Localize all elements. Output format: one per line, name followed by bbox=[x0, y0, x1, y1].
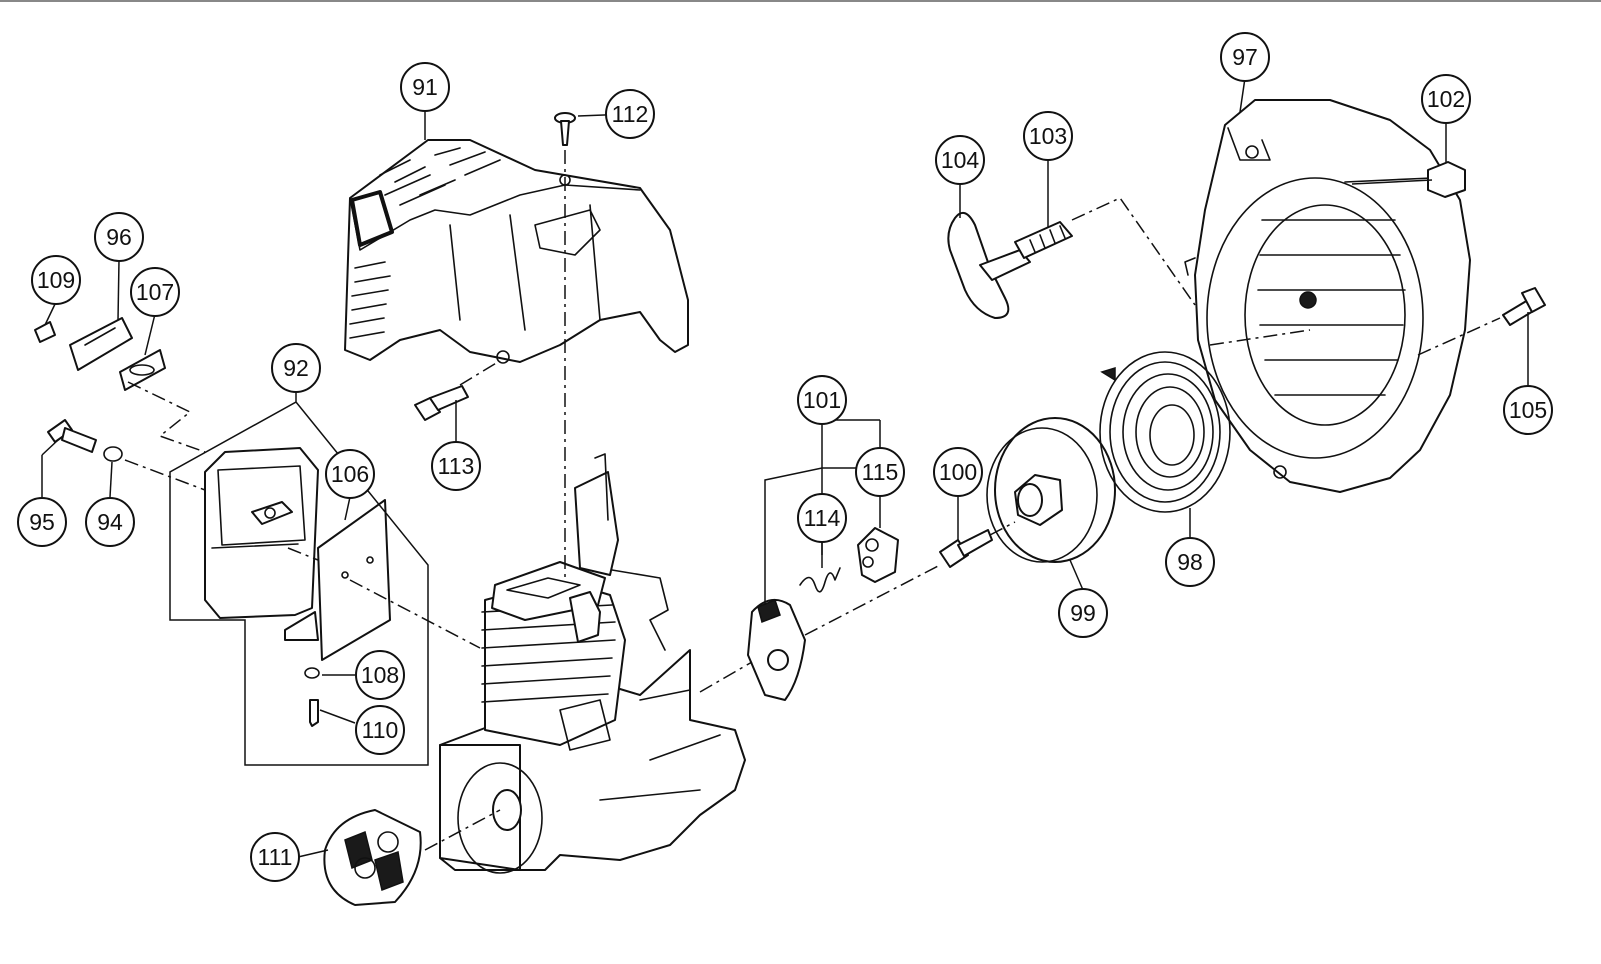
callout-110: 110 bbox=[355, 705, 405, 755]
callout-107: 107 bbox=[130, 267, 180, 317]
callout-102: 102 bbox=[1421, 74, 1471, 124]
callout-label: 96 bbox=[106, 224, 132, 250]
callout-circle bbox=[400, 62, 450, 112]
clutch-shoes bbox=[323, 809, 422, 906]
callout-label: 104 bbox=[941, 147, 980, 173]
callout-label: 114 bbox=[804, 505, 841, 531]
callout-circle bbox=[17, 497, 67, 547]
callout-label: 107 bbox=[136, 279, 174, 305]
callout-circle bbox=[355, 650, 405, 700]
callout-label: 115 bbox=[862, 459, 899, 485]
callout-109: 109 bbox=[31, 255, 81, 305]
callout-circle bbox=[1058, 588, 1108, 638]
callout-circle bbox=[797, 375, 847, 425]
callout-label: 101 bbox=[803, 387, 841, 413]
recoil-spring-98 bbox=[1099, 351, 1231, 513]
callout-104: 104 bbox=[935, 135, 985, 185]
screw-112 bbox=[554, 112, 576, 146]
alignment-lines bbox=[124, 150, 1501, 851]
callout-label: 91 bbox=[412, 74, 438, 100]
callout-label: 100 bbox=[939, 459, 977, 485]
callout-97: 97 bbox=[1220, 32, 1270, 82]
callout-circle bbox=[94, 212, 144, 262]
callout-111: 111 bbox=[250, 832, 300, 882]
callout-circle bbox=[933, 447, 983, 497]
callout-circle bbox=[1165, 537, 1215, 587]
callout-label: 113 bbox=[438, 453, 475, 479]
callout-circle bbox=[1503, 385, 1553, 435]
pulley-99 bbox=[986, 417, 1116, 563]
callout-circle bbox=[1023, 111, 1073, 161]
callout-label: 99 bbox=[1070, 600, 1096, 626]
callout-label: 106 bbox=[331, 461, 369, 487]
callout-label: 94 bbox=[97, 509, 123, 535]
callout-115: 115 bbox=[855, 447, 905, 497]
callout-label: 110 bbox=[362, 717, 399, 743]
callout-label: 105 bbox=[1509, 397, 1547, 423]
spark-arrester-96 bbox=[69, 317, 133, 371]
callout-95: 95 bbox=[17, 497, 67, 547]
callout-circle bbox=[325, 449, 375, 499]
bolt-105 bbox=[1502, 287, 1546, 326]
engine-block bbox=[439, 453, 746, 874]
callout-circle bbox=[605, 89, 655, 139]
callout-label: 98 bbox=[1177, 549, 1203, 575]
bolt-95 bbox=[47, 419, 97, 453]
callout-circle bbox=[935, 135, 985, 185]
callout-98: 98 bbox=[1165, 537, 1215, 587]
callouts-layer: 91 112 97 102 104 103 96 109 107 92 113 101 105 106 95… bbox=[17, 32, 1553, 882]
callout-label: 92 bbox=[283, 355, 309, 381]
callout-105: 105 bbox=[1503, 385, 1553, 435]
callout-94: 94 bbox=[85, 497, 135, 547]
callout-label: 102 bbox=[1427, 86, 1465, 112]
callout-circle bbox=[431, 441, 481, 491]
muffler-assembly bbox=[204, 447, 319, 619]
pawl-115 bbox=[857, 527, 899, 583]
callout-circle bbox=[250, 832, 300, 882]
ignition-plate bbox=[747, 598, 806, 701]
washer-94 bbox=[103, 446, 123, 462]
callout-106: 106 bbox=[325, 449, 375, 499]
callout-label: 103 bbox=[1029, 123, 1067, 149]
callout-circle bbox=[130, 267, 180, 317]
callout-label: 109 bbox=[37, 267, 75, 293]
callout-103: 103 bbox=[1023, 111, 1073, 161]
callout-label: 97 bbox=[1232, 44, 1258, 70]
callout-circle bbox=[1421, 74, 1471, 124]
callout-label: 111 bbox=[258, 844, 293, 870]
starter-handle bbox=[947, 211, 1073, 319]
callout-circle bbox=[31, 255, 81, 305]
part-102-block bbox=[1427, 161, 1466, 198]
bolt-113 bbox=[414, 385, 469, 421]
callout-100: 100 bbox=[933, 447, 983, 497]
callout-label: 112 bbox=[612, 101, 649, 127]
bolt-110 bbox=[309, 699, 319, 727]
engine-cover bbox=[344, 139, 689, 364]
screw-100 bbox=[939, 529, 993, 568]
callout-91: 91 bbox=[400, 62, 450, 112]
callout-114: 114 bbox=[797, 493, 847, 543]
callout-circle bbox=[797, 493, 847, 543]
callout-circle bbox=[355, 705, 405, 755]
callout-circle bbox=[855, 447, 905, 497]
callout-112: 112 bbox=[605, 89, 655, 139]
heat-shield bbox=[284, 499, 391, 661]
nut-108 bbox=[304, 667, 320, 679]
callout-108: 108 bbox=[355, 650, 405, 700]
callout-label: 95 bbox=[29, 509, 55, 535]
callout-92: 92 bbox=[271, 343, 321, 393]
fan-housing bbox=[1184, 99, 1471, 493]
callout-circle bbox=[271, 343, 321, 393]
callout-99: 99 bbox=[1058, 588, 1108, 638]
gasket-107 bbox=[119, 349, 166, 391]
callout-circle bbox=[1220, 32, 1270, 82]
callout-label: 108 bbox=[361, 662, 399, 688]
callout-96: 96 bbox=[94, 212, 144, 262]
spring-114 bbox=[799, 567, 841, 593]
callout-101: 101 bbox=[797, 375, 847, 425]
callout-113: 113 bbox=[431, 441, 481, 491]
callout-circle bbox=[85, 497, 135, 547]
